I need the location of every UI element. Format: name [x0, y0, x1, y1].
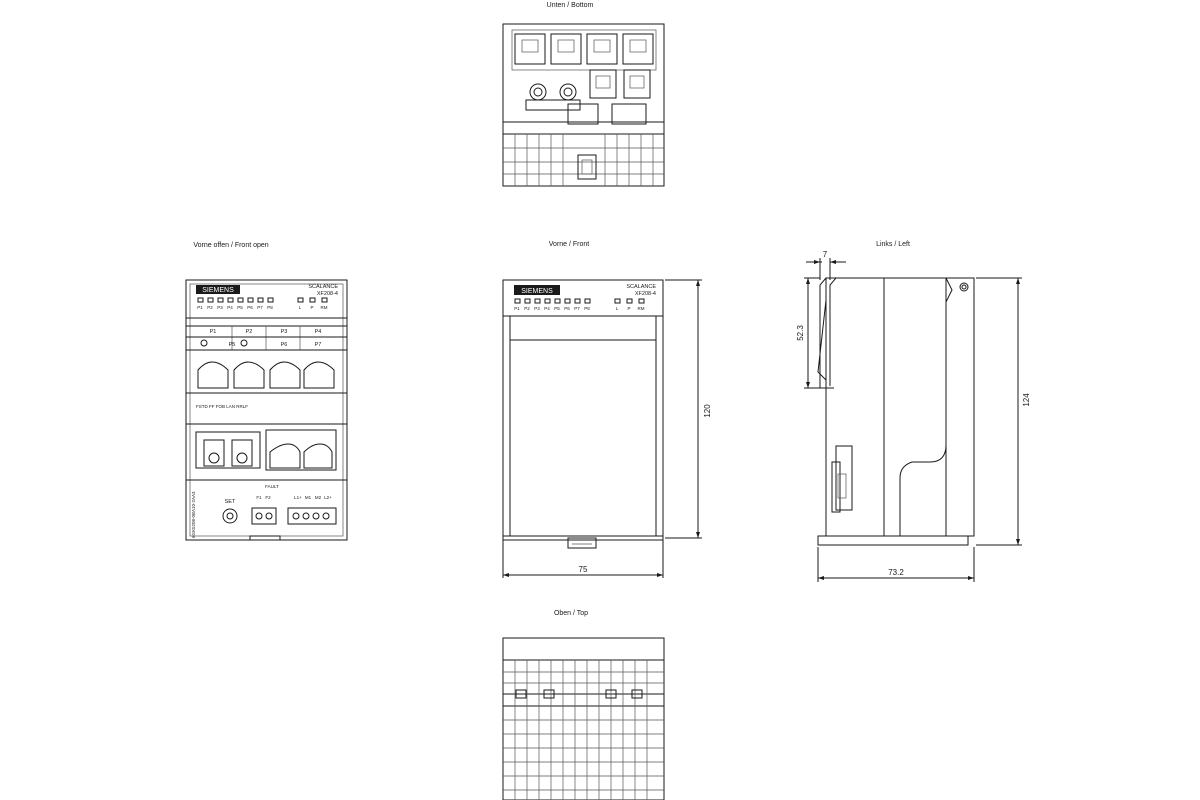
- front-open-port-labels-row2: P5 P6 P7: [200, 339, 322, 348]
- dim-front-width: 75: [579, 565, 588, 574]
- front-model-line1: SCALANCE: [626, 284, 656, 290]
- status-led-label: L: [299, 305, 302, 310]
- dim-left-depth: 73.2: [888, 568, 904, 577]
- led-label: P1: [514, 306, 520, 311]
- led-label: P4: [544, 306, 550, 311]
- front-status-leds: L P RM: [614, 298, 645, 311]
- terminal-label: F2: [265, 495, 271, 500]
- top-caption: Oben / Top: [554, 610, 588, 617]
- front-model-line2: XF208-4: [635, 291, 656, 297]
- led-label: P2: [207, 305, 213, 310]
- led-label: P7: [574, 306, 580, 311]
- front-port-leds: P1 P2 P3 P4 P5 P6 P7 P8: [514, 298, 591, 311]
- bottom-rj45-sockets: [514, 33, 654, 99]
- front-view: Vorne / Front SIEMENS SCALANCE XF208-4 P…: [502, 241, 712, 578]
- left-view: Links / Left 7 52.3 124: [796, 241, 1031, 582]
- top-view: Oben / Top: [502, 610, 665, 800]
- terminal-label: F1: [256, 495, 262, 500]
- bottom-fiber-ports: [525, 83, 581, 111]
- led-label: P8: [584, 306, 590, 311]
- terminal-label: L1+: [294, 495, 302, 500]
- bottom-view-caption: Unten / Bottom: [547, 2, 594, 9]
- status-led-label: RM: [321, 305, 328, 310]
- front-open-logo: SIEMENS: [202, 287, 234, 294]
- left-caption: Links / Left: [876, 241, 910, 248]
- port-label: P3: [281, 329, 288, 335]
- set-button-icon: [222, 508, 238, 524]
- terminal-label: L2+: [324, 495, 332, 500]
- dim-front-height: 120: [703, 404, 712, 418]
- dim-left-height: 124: [1022, 393, 1031, 407]
- bottom-vent-grid: [503, 134, 664, 186]
- front-open-port-leds: P1 P2 P3 P4 P5 P6 P7 P8: [197, 297, 274, 310]
- port-label: P4: [315, 329, 322, 335]
- front-open-status-leds: L P RM: [297, 297, 328, 310]
- fo-label: FSTD FF FOB LAN RRLF: [196, 404, 248, 409]
- front-open-model-line2: XF208-4: [317, 291, 338, 297]
- front-caption: Vorne / Front: [549, 241, 590, 248]
- front-open-rj45-row: [197, 361, 335, 389]
- led-label: P2: [524, 306, 530, 311]
- status-led-label: RM: [638, 306, 645, 311]
- fault-label: FAULT: [265, 484, 279, 489]
- dim-left-rail-height: 52.3: [796, 325, 805, 341]
- front-rail-latch: [567, 537, 597, 549]
- front-open-port-labels-row1: P1 P2 P3 P4: [210, 329, 322, 335]
- port-label: P2: [246, 329, 253, 335]
- led-label: P3: [534, 306, 540, 311]
- led-label: P6: [247, 305, 253, 310]
- set-label: SET: [225, 499, 236, 505]
- bottom-view: Unten / Bottom: [502, 2, 665, 187]
- top-vent-grid: [503, 660, 664, 800]
- status-led-label: L: [616, 306, 619, 311]
- led-label: P7: [257, 305, 263, 310]
- led-label: P1: [197, 305, 203, 310]
- front-open-view: Vorne offen / Front open SIEMENS SCALANC…: [185, 242, 348, 541]
- port-label: P6: [281, 342, 288, 348]
- led-label: P5: [237, 305, 243, 310]
- port-label: P1: [210, 329, 217, 335]
- front-open-terminal-blocks: [251, 507, 337, 525]
- led-label: P8: [267, 305, 273, 310]
- front-open-fiber-ports: [195, 429, 337, 471]
- siemens-logo-box: [196, 285, 240, 294]
- dim-left-top-offset: 7: [823, 250, 828, 259]
- led-label: P6: [564, 306, 570, 311]
- led-label: P5: [554, 306, 560, 311]
- front-open-model-line1: SCALANCE: [308, 284, 338, 290]
- status-led-label: P: [310, 305, 313, 310]
- terminal-label: M1: [305, 495, 312, 500]
- led-label: P3: [217, 305, 223, 310]
- front-open-terminal-labels: F1 F2 L1+ M1 M2 L2+: [256, 495, 332, 500]
- port-label: P7: [315, 342, 322, 348]
- led-label: P4: [227, 305, 233, 310]
- status-led-label: P: [627, 306, 630, 311]
- siemens-logo-box: [514, 285, 560, 295]
- port-label: P5: [229, 342, 236, 348]
- front-open-caption: Vorne offen / Front open: [193, 242, 268, 249]
- front-logo: SIEMENS: [521, 288, 553, 295]
- terminal-label: M2: [315, 495, 322, 500]
- order-number: 6GK5208-0BA10-2AA3: [191, 491, 196, 538]
- left-rail-clip: [835, 445, 853, 511]
